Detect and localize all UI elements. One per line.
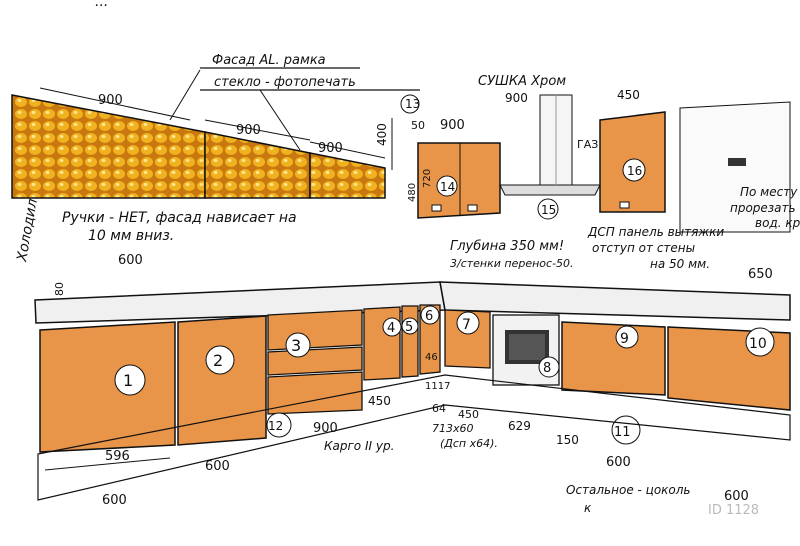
module-12: 12: [268, 419, 283, 433]
dsp-note-line1: ДСП панель вытяжки: [587, 225, 724, 239]
dsp-note-line2: отступ от стены: [592, 241, 695, 255]
dim-base-596: 596: [105, 449, 130, 464]
watermark: ID 1128: [708, 503, 759, 518]
dim-base-80: 80: [53, 282, 66, 296]
dryer-label: СУШКА Хром: [478, 74, 566, 89]
gas-label: ГАЗ: [577, 138, 598, 151]
remaining-note-line1: Остальное - цоколь: [566, 483, 691, 497]
cut-note-line2: прорезать: [730, 201, 796, 215]
dim-base-600-bottom2: 600: [205, 459, 230, 474]
remaining-note-line2: к: [584, 501, 592, 515]
module-8: 8: [543, 361, 551, 376]
dim-base-629: 629: [508, 419, 531, 433]
dim-base-600-r2: 600: [724, 489, 749, 504]
depth-note: Глубина 350 мм!: [450, 239, 564, 254]
dim-upper-480: 480: [407, 183, 418, 202]
dim-base-150: 150: [556, 433, 579, 447]
countertop-right: [439, 281, 791, 321]
dim-base-450-b: 450: [458, 408, 479, 421]
upper-glass-panels: [11, 94, 386, 199]
dim-upper-900-c: 900: [318, 141, 343, 156]
dsp-note-line3: на 50 мм.: [650, 257, 710, 271]
range-hood: [499, 94, 601, 196]
dim-upper-900-d: 900: [440, 118, 465, 133]
dim-base-64: 64: [432, 402, 446, 415]
module-6: 6: [425, 309, 433, 324]
wall-panel: [679, 101, 791, 233]
plinth: [37, 374, 791, 501]
dim-base-600-top: 600: [118, 253, 143, 268]
dim-upper-400: 400: [375, 123, 389, 146]
dim-base-1117: 1117: [425, 381, 450, 392]
dim-upper-720: 720: [422, 169, 433, 188]
dim-upper-900-e: 900: [505, 91, 528, 105]
module-4: 4: [387, 321, 395, 336]
module-1: 1: [123, 371, 133, 390]
module-7: 7: [462, 317, 471, 333]
dim-base-900: 900: [313, 421, 338, 436]
fridge-label: Холодил: [14, 197, 41, 263]
module-3: 3: [291, 336, 301, 355]
top-note-fragment: ...: [95, 0, 108, 10]
dim-base-46: 46: [425, 352, 438, 363]
handles-note-line2: 10 мм вниз.: [88, 228, 174, 244]
dim-upper-450: 450: [617, 88, 640, 102]
module-13: 13: [405, 97, 420, 111]
corner-note: 713x60: [432, 422, 474, 435]
corner-note-2: (Дсп x64).: [440, 437, 498, 450]
facade-note-line2: стекло - фотопечать: [214, 75, 356, 90]
cut-note-line1: По месту: [740, 185, 798, 199]
dim-upper-900-a: 900: [98, 93, 123, 108]
dim-upper-900-b: 900: [236, 123, 261, 138]
module-16: 16: [627, 164, 642, 178]
facade-note-line1: Фасад AL. рамка: [212, 53, 326, 68]
module-14: 14: [440, 180, 455, 194]
cargo-label: Карго II ур.: [324, 439, 394, 453]
dim-base-600-bottom1: 600: [102, 493, 127, 508]
module-5: 5: [405, 320, 413, 335]
module-2: 2: [213, 351, 223, 370]
dim-base-650: 650: [748, 267, 773, 282]
module-10: 10: [749, 336, 767, 352]
dim-upper-50: 50: [411, 119, 425, 132]
upper-cabinet-14: [417, 142, 501, 219]
handles-note-line1: Ручки - НЕТ, фасад нависает на: [62, 210, 297, 226]
dim-base-450: 450: [368, 394, 391, 408]
module-15: 15: [541, 203, 556, 217]
module-11: 11: [614, 425, 631, 440]
cut-note-line3: вод. кран: [755, 216, 800, 230]
module-9: 9: [620, 331, 629, 347]
dim-base-600-r1: 600: [606, 455, 631, 470]
depth-note-2: 3/стенки перенос-50.: [450, 257, 574, 270]
